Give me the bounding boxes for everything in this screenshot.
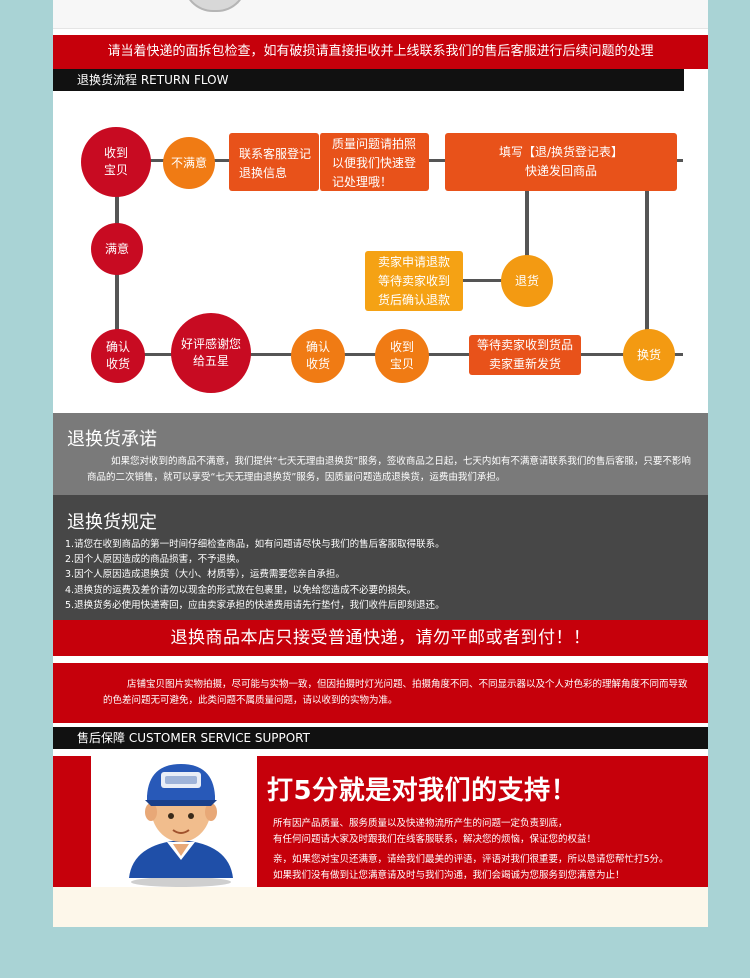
node-label: 确认收货 — [105, 340, 130, 371]
rules-title: 退换货规定 — [67, 512, 157, 533]
node-label: 收到宝贝 — [389, 340, 414, 371]
return-rules-section: 退换货规定 1.请您在收到商品的第一时间仔细检查商品，如有问题请尽快与我们的售后… — [53, 495, 708, 620]
service-worker-icon — [129, 764, 233, 887]
connector-line — [525, 191, 529, 276]
node-praise: 好评感谢您给五星 — [171, 313, 251, 393]
inspection-notice: 请当着快递的面拆包检查，如有破损请直接拒收并上线联系我们的售后客服进行后续问题的… — [53, 35, 708, 69]
return-promise-section: 退换货承诺 如果您对收到的商品不满意，我们提供“七天无理由退换货”服务，签收商品… — [53, 413, 708, 495]
photo-disclaimer: 店铺宝贝图片实物拍摄，尽可能与实物一致，但因拍摄时灯光问题、拍摄角度不同、不同显… — [53, 663, 708, 723]
node-unsatisfied: 不满意 — [163, 137, 215, 189]
rule-item: 4.退换货的运费及差价请勿以现金的形式放在包裹里，以免给您造成不必要的损失。 — [65, 584, 417, 596]
support-title: 售后保障 CUSTOMER SERVICE SUPPORT — [77, 731, 310, 745]
node-confirm-receipt: 确认收货 — [91, 329, 145, 383]
node-label: 卖家申请退款等待卖家收到货后确认退款 — [377, 255, 450, 307]
support-message-panel: 打5分就是对我们的支持！ 所有因产品质量、服务质量以及快递物流所产生的问题一定负… — [257, 756, 708, 887]
rule-item: 1.请您在收到商品的第一时间仔细检查商品，如有问题请尽快与我们的售后客服取得联系… — [65, 539, 445, 550]
node-contact: 联系客服登记退换信息 — [229, 133, 319, 191]
node-return: 退货 — [501, 255, 553, 307]
node-label: 退货 — [514, 273, 539, 288]
node-exchange: 换货 — [623, 329, 675, 381]
rule-item: 3.因个人原因造成退换货（大小、材质等），运费需要您亲自承担。 — [65, 569, 345, 581]
node-label: 等待卖家收到货品卖家重新发货 — [476, 338, 573, 371]
node-receive: 收到宝贝 — [81, 127, 151, 197]
photo-disclaimer-text: 店铺宝贝图片实物拍摄，尽可能与实物一致，但因拍摄时灯光问题、拍摄角度不同、不同显… — [103, 679, 688, 706]
node-confirm-receipt-2: 确认收货 — [291, 329, 345, 383]
customer-support-section: 打5分就是对我们的支持！ 所有因产品质量、服务质量以及快递物流所产生的问题一定负… — [53, 750, 708, 887]
return-flow-header: 退换货流程 RETURN FLOW — [53, 69, 708, 91]
node-quality: 质量问题请拍照以便我们快速登记处理哦！ — [319, 133, 429, 191]
node-label: 联系客服登记退换信息 — [239, 147, 312, 180]
node-label: 满意 — [104, 241, 129, 256]
node-resend: 等待卖家收到货品卖家重新发货 — [469, 335, 581, 375]
node-label: 好评感谢您给五星 — [180, 337, 241, 368]
node-fill-form: 填写【退/换货登记表】快递发回商品 — [445, 133, 677, 191]
node-label: 确认收货 — [305, 340, 330, 371]
return-flow-diagram: 收到宝贝 不满意 联系客服登记退换信息 质量问题请拍照以便我们快速登记处理哦！ … — [53, 91, 708, 411]
support-headline: 打5分就是对我们的支持！ — [267, 776, 578, 806]
support-text-2: 亲，如果您对宝贝还满意，请给我们最美的评语，评语对我们很重要，所以恳请您帮忙打5… — [273, 854, 669, 881]
support-header: 售后保障 CUSTOMER SERVICE SUPPORT — [53, 727, 708, 749]
promise-title: 退换货承诺 — [67, 429, 157, 450]
rules-list: 1.请您在收到商品的第一时间仔细检查商品，如有问题请尽快与我们的售后客服取得联系… — [65, 537, 445, 613]
connector-line — [645, 159, 649, 359]
node-label: 不满意 — [170, 155, 207, 170]
rule-item: 2.因个人原因造成的商品损害，不予退换。 — [65, 554, 246, 566]
node-label: 换货 — [636, 347, 661, 362]
node-label: 质量问题请拍照以便我们快速登记处理哦！ — [332, 137, 417, 189]
rule-item: 5.退换货务必使用快递寄回，应由卖家承担的快递费用请先行垫付，我们收件后即刻退还… — [65, 599, 445, 611]
return-policy-page: 请当着快递的面拆包检查，如有破损请直接拒收并上线联系我们的售后客服进行后续问题的… — [53, 0, 708, 927]
node-label: 收到宝贝 — [103, 146, 128, 177]
return-flow-title: 退换货流程 RETURN FLOW — [77, 73, 229, 87]
top-product-strip — [53, 0, 708, 29]
footer-band — [53, 887, 708, 927]
clock-icon — [183, 0, 247, 12]
promise-text: 如果您对收到的商品不满意，我们提供“七天无理由退换货”服务，签收商品之日起，七天… — [87, 456, 691, 483]
express-only-banner: 退换商品本店只接受普通快递，请勿平邮或者到付！！ — [53, 620, 708, 656]
node-label: 填写【退/换货登记表】快递发回商品 — [498, 145, 624, 178]
node-satisfied: 满意 — [91, 223, 143, 275]
node-seller-refund: 卖家申请退款等待卖家收到货后确认退款 — [365, 251, 463, 311]
support-text-1: 所有因产品质量、服务质量以及快递物流所产生的问题一定负责到底， 有任何问题请大家… — [273, 818, 597, 845]
node-receive-2: 收到宝贝 — [375, 329, 429, 383]
connector-line — [458, 279, 508, 282]
